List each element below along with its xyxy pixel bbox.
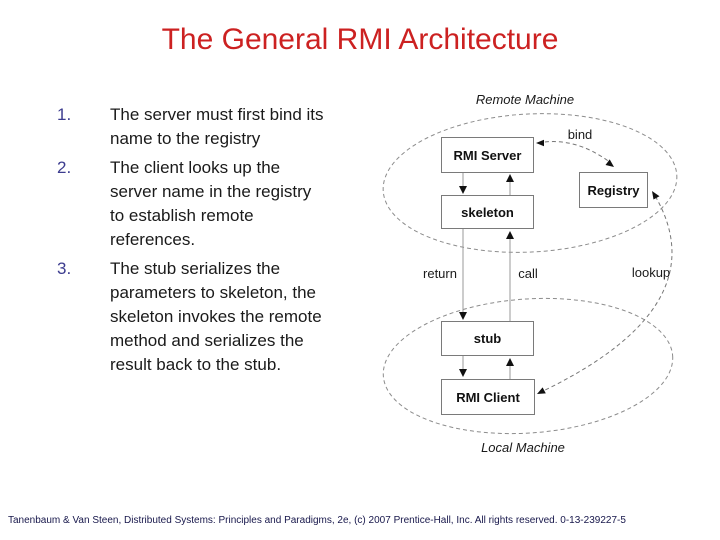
list-item-text: The stub serializes the parameters to sk… bbox=[110, 259, 322, 374]
list-item-text: The server must first bind its name to t… bbox=[110, 105, 324, 148]
up-arrowhead bbox=[506, 174, 514, 182]
remote-machine-label: Remote Machine bbox=[475, 92, 575, 107]
page-title: The General RMI Architecture bbox=[161, 23, 559, 56]
lookup-arrowhead-registry bbox=[652, 191, 660, 200]
numbered-list: 1. The server must first bind its name t… bbox=[57, 103, 367, 382]
node-rmi-client: RMI Client bbox=[441, 379, 535, 415]
footer-citation: Tanenbaum & Van Steen, Distributed Syste… bbox=[8, 515, 626, 526]
down-arrowhead bbox=[459, 369, 467, 377]
list-item-number: 1. bbox=[57, 105, 72, 124]
bind-arrowhead-registry bbox=[605, 159, 614, 167]
node-rmi-server: RMI Server bbox=[441, 137, 534, 173]
down-arrowhead bbox=[459, 186, 467, 194]
lookup-label: lookup bbox=[631, 265, 671, 280]
lookup-arrow bbox=[538, 193, 673, 394]
rmi-architecture-diagram: RMI Server Registry skeleton stub RMI Cl… bbox=[375, 85, 720, 465]
call-label: call bbox=[518, 266, 538, 281]
list-item-number: 3. bbox=[57, 259, 72, 278]
list-item: 2. The client looks up the server name i… bbox=[57, 156, 367, 252]
node-registry: Registry bbox=[579, 172, 648, 208]
bind-arrowhead-server bbox=[536, 139, 544, 147]
diagram-canvas bbox=[382, 113, 678, 435]
return-label: return bbox=[423, 266, 457, 281]
node-skeleton: skeleton bbox=[441, 195, 534, 229]
down-arrowhead bbox=[459, 312, 467, 320]
bind-arrow bbox=[537, 141, 612, 164]
local-machine-ellipse bbox=[382, 297, 674, 435]
node-stub: stub bbox=[441, 321, 534, 356]
bind-label: bind bbox=[567, 127, 593, 142]
list-item: 1. The server must first bind its name t… bbox=[57, 103, 367, 151]
local-machine-label: Local Machine bbox=[481, 440, 565, 455]
up-arrowhead bbox=[506, 358, 514, 366]
remote-machine-ellipse bbox=[382, 113, 678, 253]
list-item: 3. The stub serializes the parameters to… bbox=[57, 257, 367, 377]
lookup-arrowhead-client bbox=[537, 387, 546, 394]
list-item-text: The client looks up the server name in t… bbox=[110, 158, 312, 249]
up-arrowhead bbox=[506, 231, 514, 239]
list-item-number: 2. bbox=[57, 158, 72, 177]
